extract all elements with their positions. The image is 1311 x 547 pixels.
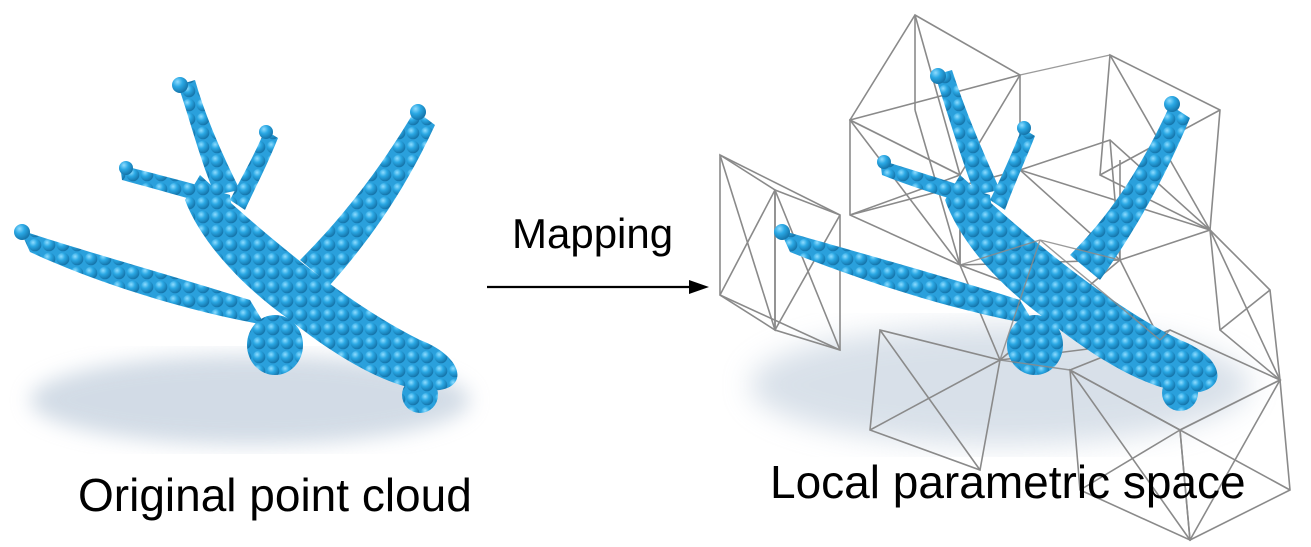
fuselage xyxy=(945,175,1218,393)
local-parametric-space-caption: Local parametric space xyxy=(770,456,1246,508)
local-parametric-space-figure xyxy=(700,0,1311,547)
airplane-point-cloud-icon xyxy=(14,77,470,445)
tail-fin xyxy=(935,70,1000,195)
engine-right xyxy=(402,377,438,413)
mapping-label: Mapping xyxy=(512,210,674,257)
fuselage xyxy=(185,175,458,391)
shadow xyxy=(30,355,470,445)
right-wing xyxy=(300,110,435,285)
airplane-with-grid-cages-icon xyxy=(719,13,1291,542)
tail-fin xyxy=(178,80,240,195)
right-arrow-icon xyxy=(487,272,712,302)
tail-stabilizer-right xyxy=(230,130,278,210)
left-wing xyxy=(780,230,1035,325)
engine-right xyxy=(1162,375,1198,411)
tail-stabilizer-right xyxy=(990,128,1035,210)
engine-left xyxy=(247,315,303,375)
right-wing xyxy=(1070,105,1190,280)
engine-left xyxy=(1007,315,1063,375)
original-point-cloud-figure xyxy=(0,0,490,547)
original-point-cloud-caption: Original point cloud xyxy=(78,469,472,521)
left-wing xyxy=(20,230,265,325)
